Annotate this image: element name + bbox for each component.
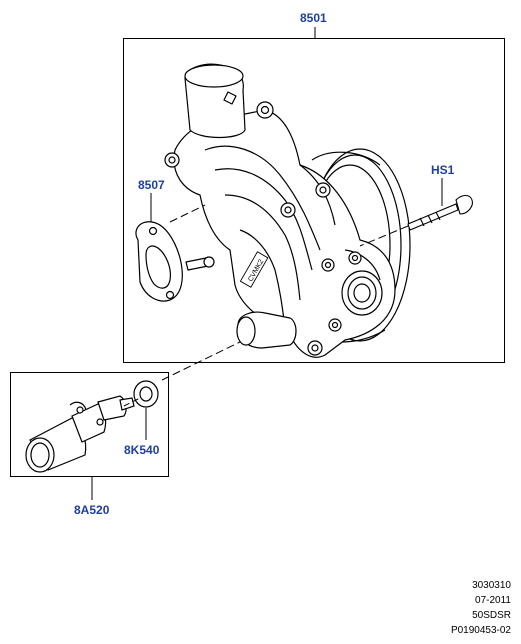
thermostat-frame: [10, 372, 169, 477]
callout-bolt[interactable]: HS1: [431, 163, 455, 177]
illustration-reference: 3030310 07-2011 50SDSR P0190453-02: [451, 578, 511, 638]
gasket-drawing: [135, 221, 183, 302]
reference-line-3: 50SDSR: [472, 610, 511, 621]
callout-thermostat-seal[interactable]: 8K540: [124, 443, 160, 457]
reference-line-4: P0190453-02: [450, 625, 511, 636]
reference-line-2: 07-2011: [475, 595, 511, 606]
water-pump-frame: [123, 38, 505, 363]
thermostat-drawing: [25, 395, 135, 473]
reference-line-1: 3030310: [472, 580, 511, 591]
gasket-axis: [169, 204, 206, 223]
callout-water-pump[interactable]: 8501: [300, 11, 327, 25]
thermostat-inner-axis: [123, 397, 141, 407]
bolt-axis: [359, 225, 409, 247]
water-pump-drawing: [164, 63, 411, 358]
bolt-drawing: [407, 194, 473, 231]
callout-gasket[interactable]: 8507: [138, 178, 165, 192]
thermostat-axis: [161, 341, 241, 381]
seal-drawing: [133, 380, 159, 408]
callout-thermostat[interactable]: 8A520: [74, 503, 110, 517]
